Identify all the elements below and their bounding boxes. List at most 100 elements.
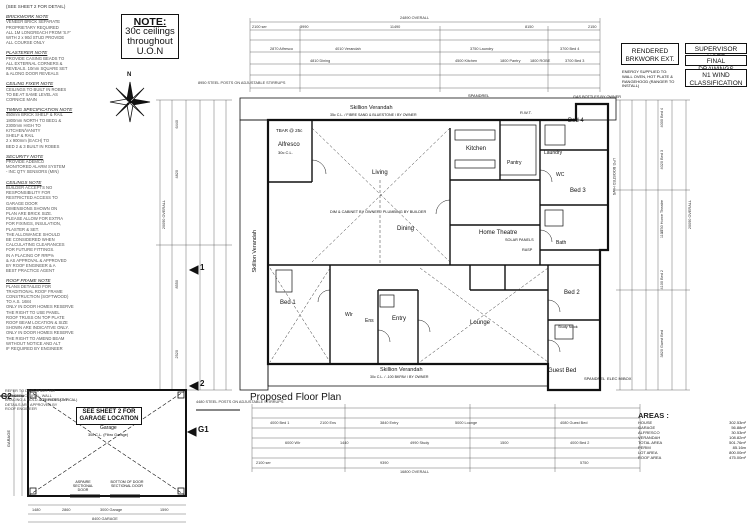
top-left-reference: (SEE SHEET 2 FOR DETAIL) [6,4,66,9]
dim-top-row1: 11490 [390,25,401,29]
refer-note-line: BRACING & HOLD-DOWN DETAILS [5,398,68,403]
dim-bottom-row2: 1500 [500,441,509,445]
notes-line: ALL EXTERNAL CORNERS & [6,60,63,66]
dim-top-row1: 2100 ser [252,25,267,29]
room-bed-3: Bed 3 [570,188,586,194]
gas-bottles-note: GAS BOTTLES BY OWNER [573,95,622,99]
garage-door-right: BOTTOM OF DOOR SECTIONAL DOOR [110,480,144,488]
dim-bottom-row3: 9390 [380,461,389,465]
dim-bottom-overall: 16800 OVERALL [400,470,430,474]
dim-top-overall: 24890 OVERALL [400,16,430,20]
notes-line: ALL COURSE ONLY [6,40,45,46]
notes-line: WITHOUT NOTICE AND ALT [6,340,61,346]
room-dining: Dining [397,226,415,232]
room-study-nook: Study Nook [558,325,578,329]
room-ens: Ens [365,318,374,324]
notes-line: ROOF BEAM LOCATION & SIZE [6,319,68,325]
dim-top-row2: 2870 Alfresco [270,47,294,51]
steel-posts-top-note: 8950 STEEL POSTS ON ADJUSTABLE STIRRUPS [198,81,286,85]
dim-bottom-row1: 5000 Lounge [455,421,478,425]
floor-plan-title: Proposed Floor Plan [250,392,342,403]
notes-heading: SECURITY NOTE [6,153,44,159]
room-home-theatre: Home Theatre [479,230,518,236]
notes-heading: ROOF FRAME NOTE [6,278,51,284]
notes-line: GARAGE DOOR [6,200,38,206]
notes-line: BE CONSIDERED WHEN [6,236,55,242]
skillion-verandah-bottom-sub: 30c C.L. / -100 BKPAV / BY OWNER [370,375,429,379]
dim-top-row2: 3700 Bed 4 [560,47,580,51]
solar-panels-label: SOLAR PANELS [505,238,534,242]
areas-title: AREAS : [638,411,669,420]
rasp-label: RASP [522,248,533,252]
dim-right-segment: 4000 Bed 4 [660,108,664,128]
dim-garage-row: 2860 [62,508,71,512]
dim-left-segment: 8550 [175,280,179,289]
skillion-verandah-left: Skillion Verandah [252,230,258,273]
area-label: PERIM [638,445,651,450]
notes-line: SHOWN ARE INDICATIVE ONLY. [6,325,69,331]
notes-line: CALCULATING CLEARANCES [6,242,65,248]
dim-left-segment: 4820 [175,170,179,179]
notes-line: PROPRIETARY REQUIRED [6,24,59,30]
rwt-label: R.W.T. [520,110,532,115]
notes-line: DIMENSIONS SHOWN ON [6,205,58,211]
room-entry: Entry [392,316,407,322]
area-value: 475.00m² [729,455,746,460]
notes-line: SHELF & RAIL [6,133,34,139]
room-bath: Bath [556,240,567,246]
notes-line: 1800mm NORTH TO BED1 & [6,117,62,123]
section-marker-g1: G1 [198,425,209,434]
dim-top-row1: 8150 [525,25,534,29]
energy-note-line: WALL OVEN, HOT PLATE & [622,73,673,79]
stamp-rendered-brickwork: RENDERED BRKWORK EXT. [621,43,679,65]
skillion-verandah-bottom: Skillion Verandah [380,367,423,373]
garage-side-label: GARAGE [6,430,11,448]
notes-line: TO A.S. 1684 [6,299,32,305]
notes-line: CORNICE MAIN [6,97,37,103]
notes-line: KITCHEN/VANITY [6,128,41,134]
dim-right-segment: 3820 Guest Bed [660,330,664,358]
dim-bottom-row2: 4990 Study [410,441,430,445]
notes-line: THE RIGHT TO USE PANEL [6,309,60,315]
dim-bottom-row3: 2100 ser [256,461,271,465]
section-marker-1: 1 [200,263,205,272]
energy-supply-note: ENERGY SUPPLIED TO:WALL OVEN, HOT PLATE … [622,69,680,89]
notes-line: RESTRICTED ACCESS TO [6,195,58,201]
notes-line: BEST PRACTICE AGENT [6,268,55,274]
notes-line: TO BE AT SAME LEVEL AS [6,91,58,97]
ceiling-note-box: NOTE: 30c ceilings throughout U.O.N [121,14,179,59]
tbar-note: TBAR @ 25c [276,128,303,133]
notes-line: THE RIGHT TO AMEND BEAM [6,335,65,341]
notes-line: RESPONSIBILITY FOR [6,190,51,196]
room-alfresco-ceiling: 30c C.L. [278,150,293,155]
dim-top-row1: 2150 [588,25,597,29]
notes-line: WITH 2 x 90d STUD PROVIDE [6,35,65,41]
room-bed-2: Bed 2 [564,290,580,296]
notes-line: TRADITIONAL ROOF FRAME [6,288,63,294]
energy-note-line: ENERGY SUPPLIED TO: [622,69,668,74]
notes-line: REVEALS. 10mm SQUARE SET [6,66,68,72]
notes-line: FOR FIXINGS, INSULATION, [6,221,62,227]
energy-note-line: INSTALL) [622,83,640,89]
dim-bottom-row1: 2100 Ens [320,421,337,425]
dim-top-row3: 4810 Dining [310,59,331,63]
dim-bottom-row2: 1440 [340,441,349,445]
notes-heading: CEILING FIXER NOTE [6,81,54,87]
dim-right-segment: 4020 Bed 3 [660,150,664,170]
dim-bottom-row2: 4000 Bed 2 [570,441,590,445]
note-title: NOTE: [133,16,167,28]
notes-line: BY ROOF ENGINEER & A [6,262,56,268]
room-garage: Garage [100,425,117,431]
room-alfresco: Alfresco [278,142,300,148]
area-label: LOT AREA [638,450,658,455]
room-laundry: Laundry [544,150,563,156]
notes-line: ALL 1M LONGREACH FROM 'S.F' [6,29,71,35]
notes-heading: CEILINGS NOTE [6,179,42,185]
